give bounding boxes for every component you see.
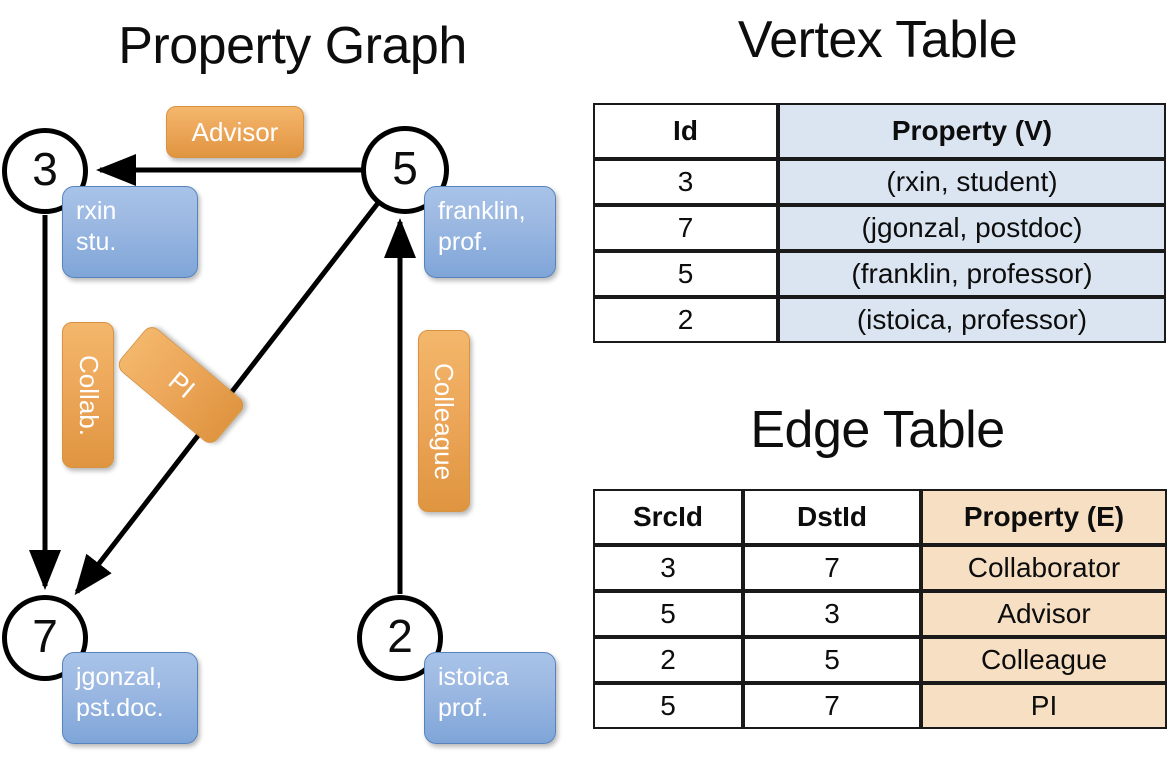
edge-row-0-src: 3 bbox=[593, 545, 743, 591]
edge-label-colleague-text: Colleague bbox=[429, 362, 460, 480]
edge-label-advisor-text: Advisor bbox=[191, 116, 279, 147]
edge-row-1-dst: 3 bbox=[743, 591, 921, 637]
edge-row-2-src: 2 bbox=[593, 637, 743, 683]
vertex-node-2[interactable]: 2 bbox=[357, 595, 443, 681]
vertex-table: Id Property (V) 3 (rxin, student) 7 (jgo… bbox=[593, 103, 1166, 343]
edge-row-3-property: PI bbox=[921, 683, 1167, 729]
edge-row-1-property: Advisor bbox=[921, 591, 1167, 637]
edge-table-header-dstid: DstId bbox=[743, 489, 921, 545]
table-row: 5 (franklin, professor) bbox=[593, 251, 1166, 297]
vertex-row-0-property: (rxin, student) bbox=[778, 159, 1166, 205]
vertex-node-7-id: 7 bbox=[32, 610, 58, 662]
edge-row-3-src: 5 bbox=[593, 683, 743, 729]
edge-table-header-row: SrcId DstId Property (E) bbox=[593, 489, 1167, 545]
vertex-table-header-id: Id bbox=[593, 103, 778, 159]
edge-table-header-srcid: SrcId bbox=[593, 489, 743, 545]
vertex-node-3-id: 3 bbox=[32, 143, 58, 195]
table-row: 7 (jgonzal, postdoc) bbox=[593, 205, 1166, 251]
vertex-row-3-id: 2 bbox=[593, 297, 778, 343]
vertex-row-2-id: 5 bbox=[593, 251, 778, 297]
edge-row-2-property: Colleague bbox=[921, 637, 1167, 683]
vertex-property-callout-3-line1: rxin bbox=[76, 197, 117, 225]
edge-row-0-property: Collaborator bbox=[921, 545, 1167, 591]
page-title-edge-table: Edge Table bbox=[750, 401, 1005, 459]
vertex-property-callout-5: franklin, prof. bbox=[424, 186, 556, 278]
edge-row-1-src: 5 bbox=[593, 591, 743, 637]
edge-table: SrcId DstId Property (E) 3 7 Collaborato… bbox=[593, 489, 1167, 729]
table-row: 5 3 Advisor bbox=[593, 591, 1167, 637]
vertex-property-callout-7: jgonzal, pst.doc. bbox=[62, 652, 198, 744]
vertex-property-callout-2: istoica prof. bbox=[424, 652, 556, 744]
table-row: 3 7 Collaborator bbox=[593, 545, 1167, 591]
vertex-property-callout-3-line2: stu. bbox=[76, 228, 117, 256]
vertex-node-2-id: 2 bbox=[387, 610, 413, 662]
vertex-row-0-id: 3 bbox=[593, 159, 778, 205]
vertex-table-header-row: Id Property (V) bbox=[593, 103, 1166, 159]
page-title-property-graph: Property Graph bbox=[118, 17, 467, 75]
vertex-property-callout-7-line2: pst.doc. bbox=[76, 694, 164, 722]
edge-label-collab-text: Collab. bbox=[73, 354, 104, 436]
vertex-table-header-property: Property (V) bbox=[778, 103, 1166, 159]
edge-label-advisor: Advisor bbox=[166, 106, 304, 158]
edge-label-pi-text: PI bbox=[162, 365, 201, 405]
table-row: 2 5 Colleague bbox=[593, 637, 1167, 683]
vertex-property-callout-5-line1: franklin, bbox=[438, 197, 526, 225]
vertex-property-callout-2-line2: prof. bbox=[438, 694, 489, 722]
edge-row-2-dst: 5 bbox=[743, 637, 921, 683]
edge-row-0-dst: 7 bbox=[743, 545, 921, 591]
vertex-property-callout-5-line2: prof. bbox=[438, 228, 489, 256]
table-row: 3 (rxin, student) bbox=[593, 159, 1166, 205]
vertex-row-3-property: (istoica, professor) bbox=[778, 297, 1166, 343]
vertex-property-callout-7-line1: jgonzal, bbox=[76, 663, 163, 691]
vertex-property-callout-3: rxin stu. bbox=[62, 186, 198, 278]
vertex-node-5[interactable]: 5 bbox=[361, 126, 449, 214]
vertex-property-callout-2-line1: istoica bbox=[438, 663, 509, 691]
edge-table-header-property: Property (E) bbox=[921, 489, 1167, 545]
vertex-row-1-id: 7 bbox=[593, 205, 778, 251]
edge-label-collab: Collab. bbox=[62, 322, 114, 468]
edge-row-3-dst: 7 bbox=[743, 683, 921, 729]
edge-label-colleague: Colleague bbox=[418, 330, 470, 512]
table-row: 5 7 PI bbox=[593, 683, 1167, 729]
page-title-vertex-table: Vertex Table bbox=[737, 11, 1018, 69]
property-graph-panel: Property Graph 3 5 7 2 rxin stu. frankli… bbox=[2, 17, 556, 744]
vertex-row-1-property: (jgonzal, postdoc) bbox=[778, 205, 1166, 251]
vertex-node-5-id: 5 bbox=[392, 142, 418, 194]
table-row: 2 (istoica, professor) bbox=[593, 297, 1166, 343]
vertex-row-2-property: (franklin, professor) bbox=[778, 251, 1166, 297]
